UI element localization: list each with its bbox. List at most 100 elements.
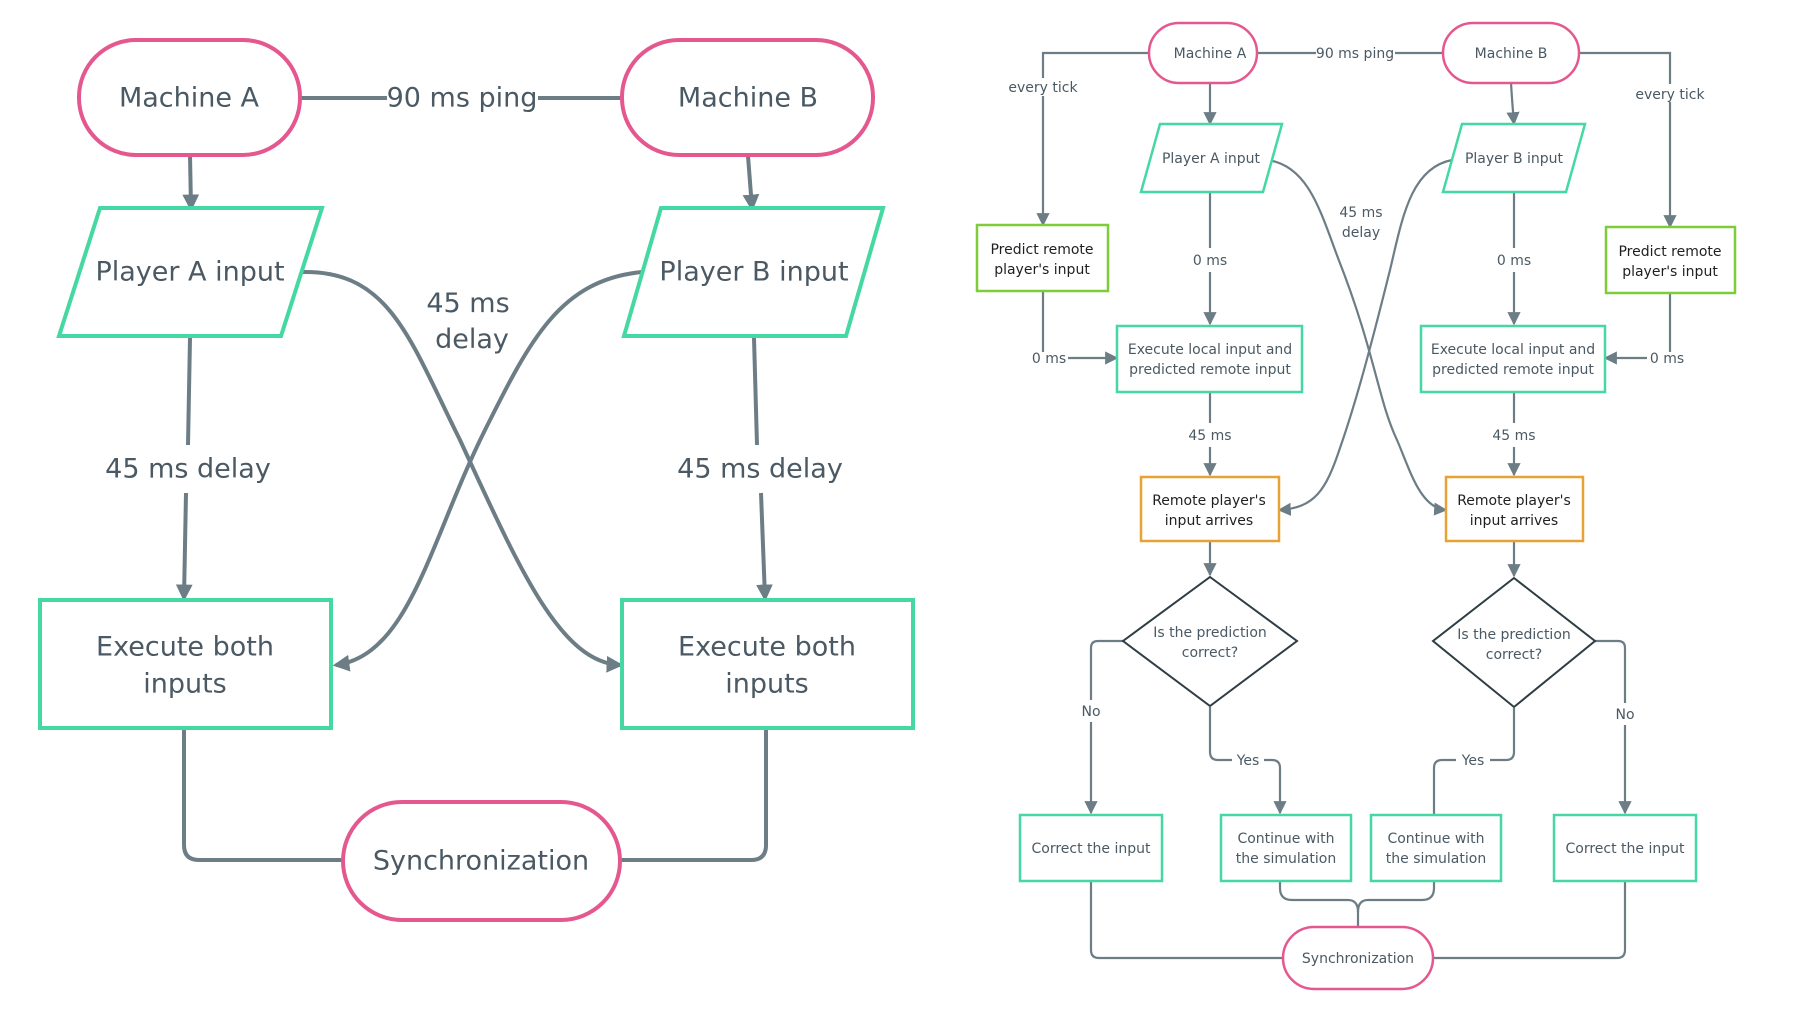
right-zero-ms-b2: 0 ms bbox=[1650, 351, 1684, 367]
left-cross-arrow-a-to-b bbox=[301, 269, 624, 673]
right-player-b-label: Player B input bbox=[1465, 151, 1564, 167]
right-correct-b-node bbox=[1552, 813, 1698, 883]
right-question-a-line2: correct? bbox=[1182, 645, 1238, 661]
left-line-exec-b-to-sync bbox=[620, 728, 768, 862]
right-line-question-b-no bbox=[1595, 639, 1627, 703]
left-cross-delay-line1: 45 ms bbox=[426, 288, 509, 319]
right-question-a-line1: Is the prediction bbox=[1153, 625, 1267, 641]
right-exec-b-node bbox=[1419, 324, 1607, 394]
left-arrow-delay-to-exec-b bbox=[756, 492, 773, 602]
left-machine-b-node bbox=[620, 38, 875, 157]
right-zero-ms-a1: 0 ms bbox=[1193, 253, 1227, 269]
right-machine-b-label: Machine B bbox=[1475, 46, 1548, 62]
right-exec-b-line2: predicted remote input bbox=[1432, 362, 1594, 378]
right-continue-b-line2: the simulation bbox=[1386, 851, 1486, 867]
left-machine-a-label: Machine A bbox=[119, 83, 260, 114]
right-continue-a-line2: the simulation bbox=[1236, 851, 1336, 867]
right-delay-b-label: 45 ms bbox=[1492, 428, 1535, 444]
right-line-continue-a-to-sync bbox=[1278, 882, 1360, 927]
right-correct-b-label: Correct the input bbox=[1566, 841, 1685, 857]
left-line-player-b-down bbox=[752, 337, 759, 446]
right-player-a-node bbox=[1139, 122, 1284, 194]
right-zero-ms-a2: 0 ms bbox=[1032, 351, 1066, 367]
right-diagram: Machine A Machine B 90 ms ping every tic… bbox=[975, 21, 1737, 991]
left-machine-b-label: Machine B bbox=[678, 83, 818, 114]
left-ping-label: 90 ms ping bbox=[387, 83, 538, 114]
right-correct-a-node bbox=[1018, 813, 1164, 883]
right-arrow-yes-to-continue-a bbox=[1264, 758, 1287, 815]
left-machine-a-node bbox=[77, 38, 302, 157]
right-question-b-line1: Is the prediction bbox=[1457, 627, 1571, 643]
right-line-correct-b-to-sync bbox=[1433, 882, 1627, 960]
right-cross-delay-line1: 45 ms bbox=[1339, 205, 1382, 221]
right-zero-ms-b1: 0 ms bbox=[1497, 253, 1531, 269]
left-exec-a-line1: Execute both bbox=[96, 632, 274, 663]
right-line-continue-b-to-sync bbox=[1356, 882, 1436, 913]
left-exec-b-line2: inputs bbox=[725, 669, 809, 700]
right-exec-a-node bbox=[1115, 324, 1304, 394]
right-no-a-label: No bbox=[1081, 704, 1100, 720]
right-arrow-machine-b-to-player-b bbox=[1506, 82, 1520, 126]
right-line-question-b-yes bbox=[1490, 708, 1516, 762]
right-continue-a-line1: Continue with bbox=[1237, 831, 1334, 847]
right-predict-a-node bbox=[975, 223, 1110, 293]
right-remote-a-line2: input arrives bbox=[1165, 513, 1253, 529]
right-continue-a-node bbox=[1219, 813, 1353, 883]
right-line-question-a-yes bbox=[1208, 707, 1232, 762]
left-sync-label: Synchronization bbox=[373, 846, 589, 877]
left-diagram: Machine A Machine B 90 ms ping Player A … bbox=[38, 38, 915, 922]
right-player-b-node bbox=[1441, 122, 1587, 194]
right-machine-a-label: Machine A bbox=[1174, 46, 1247, 62]
right-line-yes-to-continue-b bbox=[1432, 758, 1456, 815]
right-question-b-line2: correct? bbox=[1486, 647, 1542, 663]
right-line-question-a-no bbox=[1089, 639, 1123, 700]
right-sync-node bbox=[1281, 925, 1435, 991]
left-exec-b-node bbox=[620, 598, 915, 730]
right-question-b-node bbox=[1431, 576, 1597, 709]
right-remote-a-node bbox=[1139, 475, 1281, 543]
right-player-a-label: Player A input bbox=[1162, 151, 1261, 167]
left-delay-a-label: 45 ms delay bbox=[105, 454, 271, 485]
right-line-correct-a-to-sync bbox=[1089, 882, 1283, 960]
right-continue-b-line1: Continue with bbox=[1387, 831, 1484, 847]
right-line-machine-a-to-tick bbox=[1041, 51, 1149, 78]
right-question-a-node bbox=[1121, 575, 1299, 708]
right-predict-b-line1: Predict remote bbox=[1618, 244, 1721, 260]
left-exec-a-node bbox=[38, 598, 333, 730]
right-cross-arrow-a-to-b bbox=[1267, 158, 1448, 516]
right-exec-a-line1: Execute local input and bbox=[1128, 342, 1292, 358]
left-exec-b-line1: Execute both bbox=[678, 632, 856, 663]
left-exec-a-line2: inputs bbox=[143, 669, 227, 700]
right-continue-b-node bbox=[1369, 813, 1503, 883]
right-no-b-label: No bbox=[1615, 707, 1634, 723]
right-remote-b-line1: Remote player's bbox=[1457, 493, 1571, 509]
left-delay-b-label: 45 ms delay bbox=[677, 454, 843, 485]
left-line-player-a-down bbox=[186, 337, 192, 446]
right-exec-b-line1: Execute local input and bbox=[1431, 342, 1595, 358]
right-predict-a-line2: player's input bbox=[994, 262, 1090, 278]
right-remote-b-line2: input arrives bbox=[1470, 513, 1558, 529]
right-every-tick-b: every tick bbox=[1635, 87, 1705, 103]
right-predict-b-node bbox=[1604, 225, 1737, 295]
left-player-b-node bbox=[621, 206, 886, 338]
right-remote-b-node bbox=[1444, 475, 1585, 543]
right-cross-delay-line2: delay bbox=[1342, 225, 1380, 241]
right-sync-label: Synchronization bbox=[1302, 951, 1414, 967]
right-cross-arrow-b-to-a bbox=[1277, 158, 1453, 516]
right-machine-b-node bbox=[1441, 21, 1581, 85]
left-arrow-machine-b-to-player-b bbox=[742, 155, 760, 212]
right-yes-a-label: Yes bbox=[1236, 753, 1260, 769]
left-line-exec-a-to-sync bbox=[182, 728, 343, 862]
left-connectors bbox=[175, 96, 773, 862]
left-cross-delay-line2: delay bbox=[435, 324, 509, 355]
left-arrow-machine-a-to-player-a bbox=[182, 154, 200, 212]
right-line-machine-b-to-tick bbox=[1579, 51, 1672, 84]
right-exec-a-line2: predicted remote input bbox=[1129, 362, 1291, 378]
right-every-tick-a: every tick bbox=[1008, 80, 1078, 96]
right-yes-b-label: Yes bbox=[1461, 753, 1485, 769]
right-correct-a-label: Correct the input bbox=[1032, 841, 1151, 857]
left-cross-arrow-b-to-a bbox=[332, 270, 643, 672]
left-player-b-label: Player B input bbox=[659, 257, 848, 288]
left-player-a-node bbox=[56, 206, 325, 338]
